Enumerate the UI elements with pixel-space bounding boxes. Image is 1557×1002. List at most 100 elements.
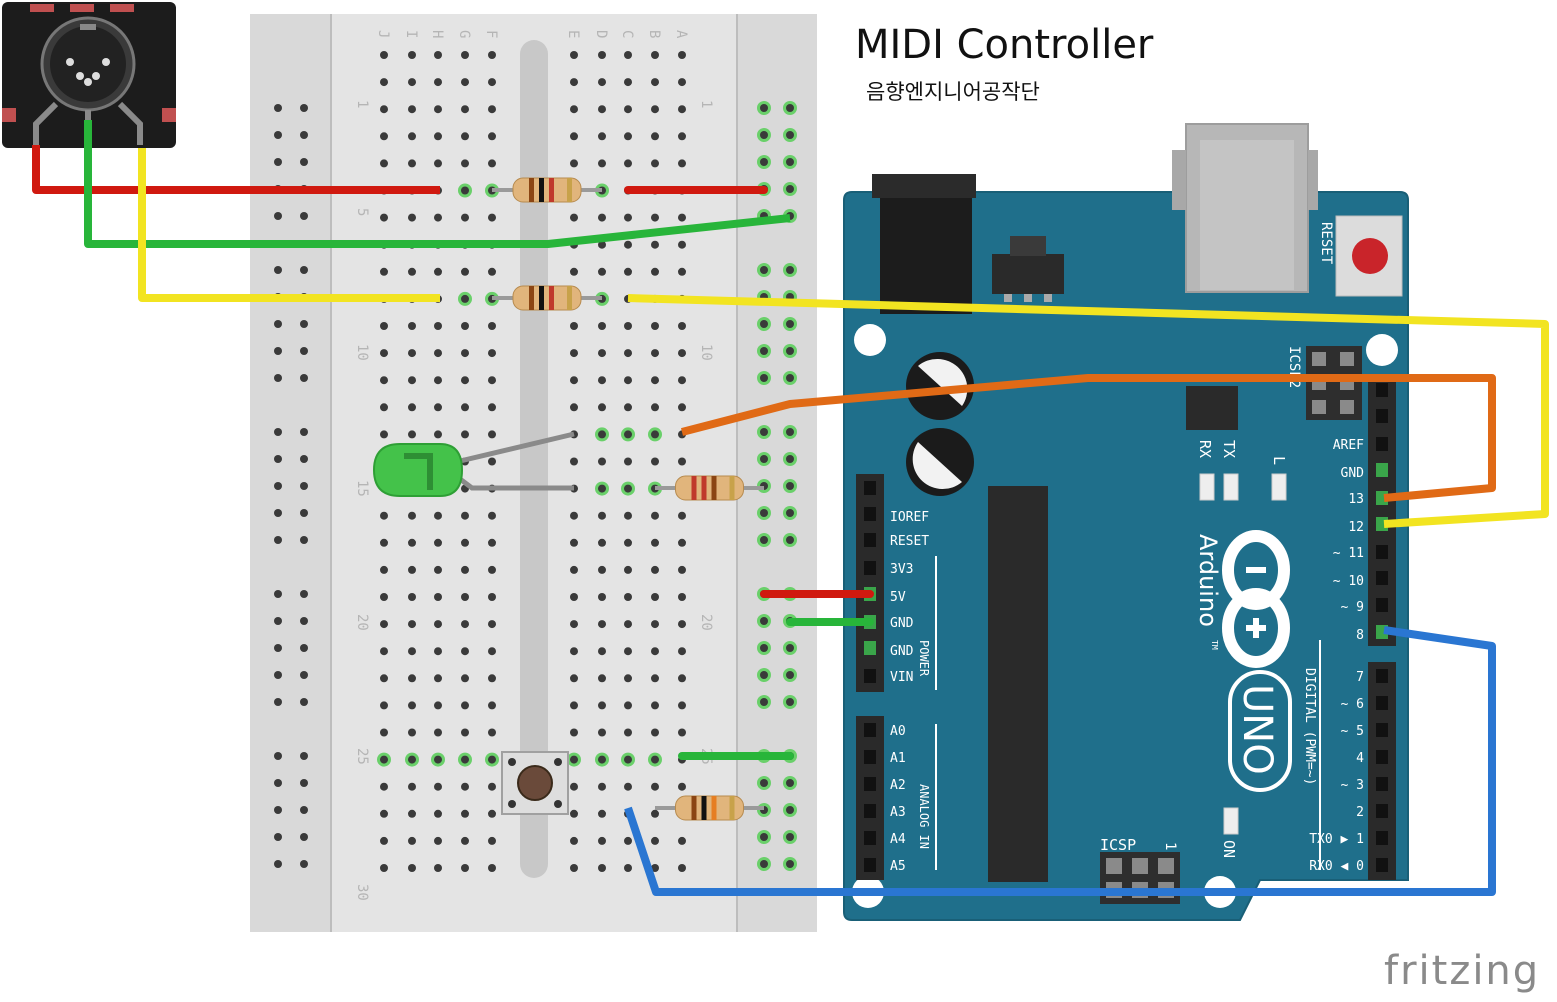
breadboard-hole (651, 457, 659, 466)
row-number-label: 10 (354, 344, 370, 361)
breadboard-hole (651, 511, 659, 520)
breadboard-hole (678, 538, 686, 547)
center-channel (520, 40, 548, 878)
breadboard-hole (598, 674, 606, 683)
breadboard-hole (408, 376, 416, 385)
breadboard-hole (408, 403, 416, 412)
wire-yellow-pin12 (627, 294, 1549, 528)
digital-pin-label: TX0 ▶ 1 (1309, 832, 1364, 847)
rail-hole (760, 509, 768, 517)
digital-pin-label: ~ 5 (1341, 724, 1364, 739)
breadboard-hole (434, 78, 442, 87)
breadboard-hole (570, 267, 578, 276)
rail-hole (786, 860, 794, 868)
rail-hole (786, 320, 794, 328)
rail-hole (760, 536, 768, 544)
row-number-label: 25 (354, 748, 370, 765)
rail-hole (786, 779, 794, 787)
breadboard-hole (461, 430, 469, 439)
row-letter-label: G (456, 30, 472, 38)
breadboard-hole (461, 403, 469, 412)
rail-hole (786, 698, 794, 706)
breadboard-hole (461, 159, 469, 168)
rail-hole (274, 698, 282, 706)
rail-hole (760, 374, 768, 382)
header-pin (864, 723, 876, 737)
digital-pin-label: 13 (1348, 492, 1364, 507)
breadboard-hole (380, 403, 388, 412)
breadboard-hole (570, 620, 578, 629)
icsp2-header (1306, 346, 1362, 420)
breadboard-hole (461, 294, 469, 303)
green-led (372, 431, 575, 497)
rail-hole (786, 806, 794, 814)
reset-button-cap[interactable] (1352, 238, 1388, 274)
breadboard-hole (488, 836, 496, 845)
breadboard-hole (380, 593, 388, 601)
breadboard-hole (570, 701, 578, 710)
row-number-label: 15 (354, 480, 370, 497)
breadboard-hole (598, 538, 606, 547)
breadboard-hole (380, 809, 388, 818)
breadboard-hole (598, 593, 606, 601)
breadboard-hole (651, 105, 659, 114)
digital-pin-label: 2 (1356, 805, 1364, 820)
analog-pin-label: A0 (890, 724, 906, 739)
breadboard-hole (678, 376, 686, 385)
analog-pin-label: A4 (890, 832, 906, 847)
breadboard-hole (570, 647, 578, 656)
rail-hole (786, 428, 794, 436)
mount-hole (1366, 334, 1398, 366)
breadboard-hole (461, 620, 469, 629)
breadboard-hole (624, 836, 632, 845)
breadboard-hole (651, 159, 659, 168)
breadboard-hole (461, 864, 469, 872)
rail-hole (274, 266, 282, 274)
breadboard-hole (570, 593, 578, 601)
breadboard-hole (408, 105, 416, 114)
breadboard-hole (598, 240, 606, 249)
breadboard-row-numbers: 1151010152020252530 (354, 100, 714, 901)
header-pin (864, 858, 876, 872)
breadboard-hole (461, 836, 469, 845)
breadboard-hole (598, 322, 606, 330)
breadboard-hole (434, 593, 442, 601)
push-button (501, 751, 569, 815)
breadboard-hole (408, 647, 416, 656)
analog-pin-label: A3 (890, 805, 906, 820)
digital-pin-label: ~ 11 (1333, 546, 1364, 561)
rail-hole (786, 131, 794, 139)
breadboard-hole (434, 674, 442, 683)
row-number-label: 20 (354, 614, 370, 631)
rail-hole (760, 779, 768, 787)
rail-hole (786, 185, 794, 193)
breadboard-hole (624, 620, 632, 629)
breadboard-hole (598, 620, 606, 629)
breadboard-hole (408, 51, 416, 59)
wires (32, 120, 1549, 896)
breadboard-hole (651, 728, 659, 737)
digital-pin-label: GND (1341, 466, 1365, 481)
power-pin-label: VIN (890, 670, 913, 685)
breadboard-hole (380, 701, 388, 710)
rail-hole (300, 131, 308, 139)
breadboard-hole (624, 538, 632, 547)
breadboard-hole (380, 159, 388, 168)
breadboard-hole (461, 105, 469, 114)
breadboard-hole (461, 267, 469, 276)
icsp-pin1-label: 1 (1162, 842, 1178, 850)
breadboard-hole (624, 430, 632, 439)
header-pin (1376, 723, 1388, 737)
rail-hole (274, 752, 282, 760)
rail-hole (300, 509, 308, 517)
breadboard-hole (408, 620, 416, 629)
breadboard-hole (380, 430, 388, 439)
row-letter-label: E (565, 30, 581, 38)
breadboard-hole (651, 647, 659, 656)
breadboard-hole (434, 267, 442, 276)
breadboard-hole (380, 78, 388, 87)
header-pin (864, 750, 876, 764)
breadboard-hole (408, 267, 416, 276)
rail-hole (300, 320, 308, 328)
breadboard-hole (678, 674, 686, 683)
